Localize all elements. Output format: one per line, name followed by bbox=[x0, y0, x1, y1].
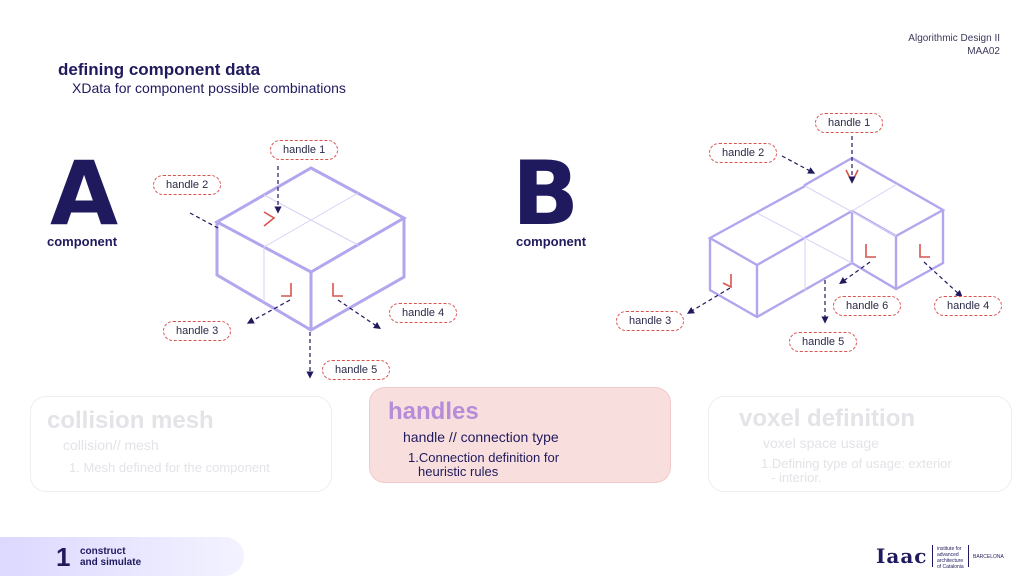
logo-divider bbox=[932, 545, 933, 567]
component-b-label: component bbox=[516, 234, 587, 249]
logo-line-1: institute for bbox=[937, 546, 962, 552]
component-a-handle-markers bbox=[263, 211, 343, 297]
handles-item-line-1: 1.Connection definition for bbox=[408, 450, 560, 465]
section-pill bbox=[0, 537, 244, 576]
component-b-handle-1: handle 1 bbox=[815, 113, 884, 133]
logo-city: BARCELONA bbox=[973, 554, 1004, 560]
handles-item-line-2: heuristic rules bbox=[418, 464, 499, 479]
handles-subtitle: handle // connection type bbox=[403, 429, 559, 445]
component-a-handle-4: handle 4 bbox=[389, 303, 458, 323]
component-a-handle-3: handle 3 bbox=[163, 321, 232, 341]
component-b-handle-2: handle 2 bbox=[709, 143, 778, 163]
component-b-box bbox=[707, 156, 946, 319]
component-a-box bbox=[213, 166, 408, 332]
component-b-handle-4: handle 4 bbox=[934, 296, 1003, 316]
component-a-handle-5: handle 5 bbox=[322, 360, 391, 380]
section-number: 1 bbox=[56, 542, 71, 572]
section-label-line-1: construct bbox=[80, 546, 126, 557]
component-a-letter: A bbox=[50, 142, 118, 245]
collision-mesh-item: 1. Mesh defined for the component bbox=[69, 460, 270, 475]
logo-divider-2 bbox=[968, 545, 969, 567]
slide-subtitle: XData for component possible combination… bbox=[72, 80, 346, 96]
logo-institute-text: institute for advanced architecture of C… bbox=[937, 546, 964, 570]
voxel-definition-item-line-2: - interior. bbox=[771, 470, 822, 485]
component-b-letter: B bbox=[512, 142, 579, 245]
component-b-leaders bbox=[686, 136, 963, 324]
logo-line-3: architecture bbox=[937, 558, 964, 564]
slide-title: defining component data bbox=[58, 60, 261, 79]
component-a-handle-2: handle 2 bbox=[153, 175, 222, 195]
voxel-definition-item-line-1: 1.Defining type of usage: exterior bbox=[761, 456, 952, 471]
course-code: MAA02 bbox=[967, 46, 1000, 57]
component-b-handle-markers bbox=[722, 169, 930, 289]
section-label: construct and simulate bbox=[80, 546, 141, 568]
section-label-line-2: and simulate bbox=[80, 557, 142, 568]
logo-line-2: advanced bbox=[937, 552, 959, 558]
component-a-leaders bbox=[189, 166, 381, 379]
logo-line-4: of Catalonia bbox=[937, 564, 964, 570]
collision-mesh-subtitle: collision// mesh bbox=[63, 437, 159, 453]
component-b-handle-3: handle 3 bbox=[616, 311, 685, 331]
course-name: Algorithmic Design II bbox=[908, 33, 1000, 44]
collision-mesh-card[interactable]: collision mesh collision// mesh 1. Mesh … bbox=[30, 396, 332, 492]
iaac-logo: Iaac bbox=[876, 544, 928, 568]
collision-mesh-title: collision mesh bbox=[47, 407, 214, 434]
voxel-definition-subtitle: voxel space usage bbox=[763, 435, 879, 451]
course-label: Algorithmic Design II MAA02 bbox=[908, 32, 1000, 58]
component-a-label: component bbox=[47, 234, 118, 249]
component-a-handle-1: handle 1 bbox=[270, 140, 339, 160]
component-b-handle-5: handle 5 bbox=[789, 332, 858, 352]
voxel-definition-title: voxel definition bbox=[739, 405, 916, 432]
handles-card[interactable]: handles handle // connection type 1.Conn… bbox=[369, 387, 671, 483]
component-b-handle-6: handle 6 bbox=[833, 296, 902, 316]
handles-title: handles bbox=[388, 398, 479, 425]
voxel-definition-card[interactable]: voxel definition voxel space usage 1.Def… bbox=[708, 396, 1012, 492]
